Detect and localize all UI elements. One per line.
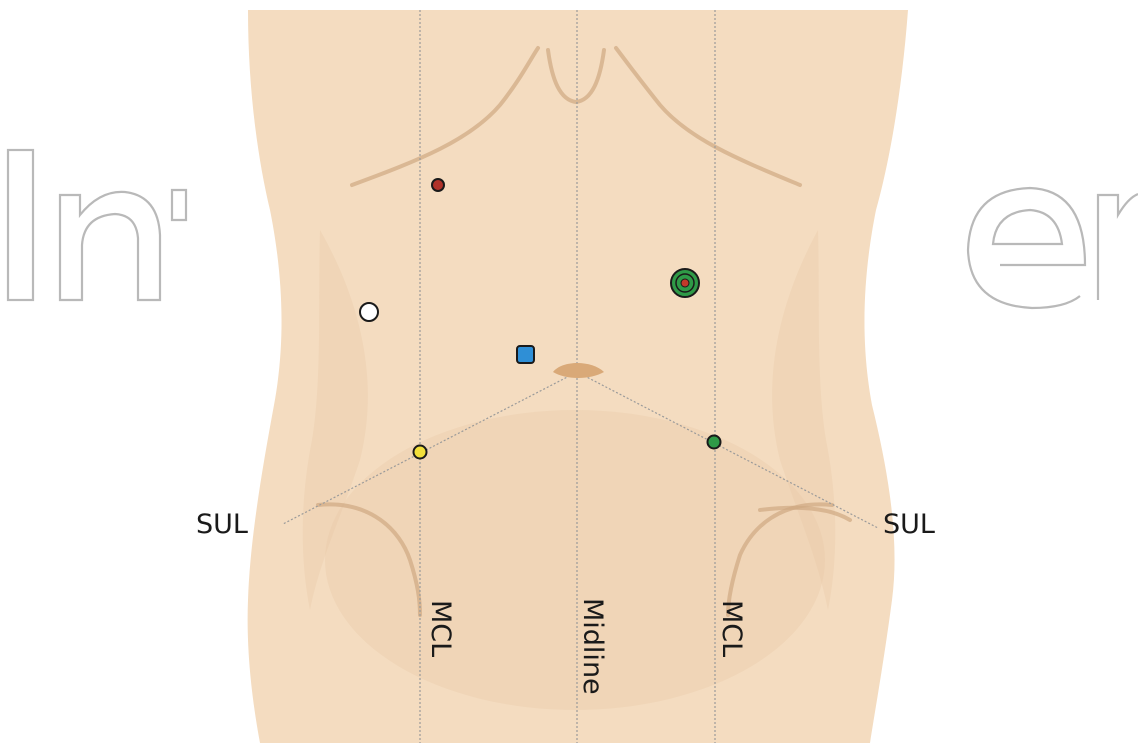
midline-label: Midline <box>577 598 608 695</box>
green-port <box>708 436 721 449</box>
watermark-left-in <box>8 150 186 300</box>
mcl-right-label: MCL <box>716 600 747 657</box>
green-target-center <box>681 279 689 287</box>
watermark-right-en <box>968 188 1138 308</box>
white-port <box>360 303 378 321</box>
blue-port <box>517 346 534 363</box>
yellow-port <box>414 446 427 459</box>
mcl-left-label: MCL <box>425 600 456 657</box>
sul-right-label: SUL <box>883 509 935 540</box>
abdomen-shading <box>325 410 825 710</box>
sul-left-label: SUL <box>196 509 248 540</box>
green-target-port <box>671 269 699 297</box>
red-port <box>432 179 444 191</box>
